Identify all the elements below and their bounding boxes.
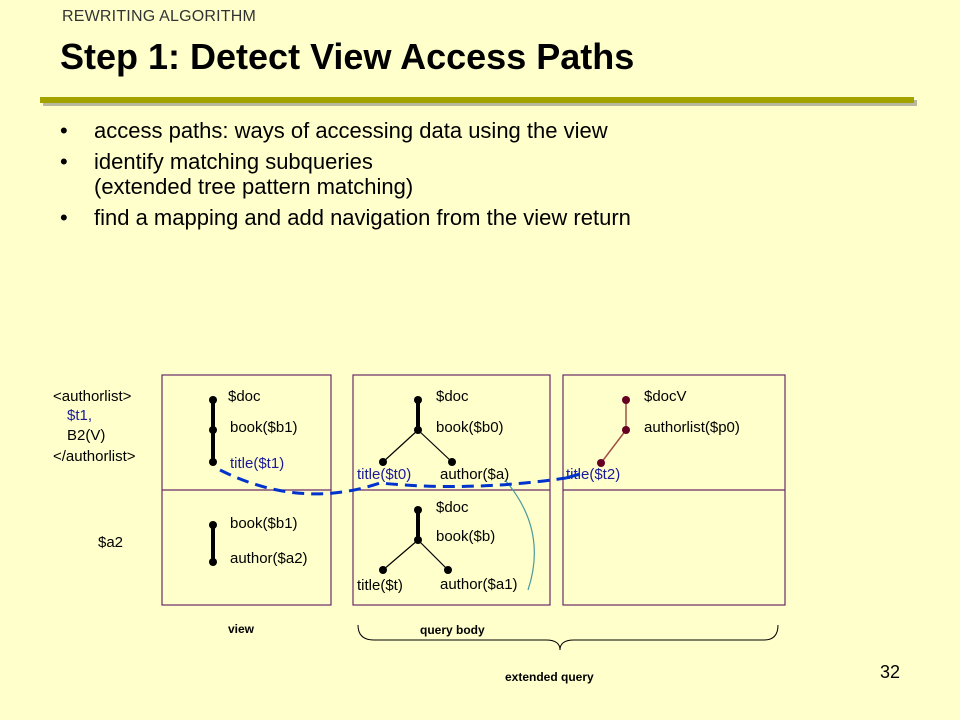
bullet-list: • access paths: ways of accessing data u… [60, 118, 631, 236]
ext-title-node [597, 459, 605, 467]
ext-authorlist-label: authorlist($p0) [644, 419, 740, 436]
query-top-title-node [379, 458, 387, 466]
view-label: view [228, 622, 255, 636]
bullet-dot: • [60, 118, 68, 143]
view-return-b2: B2(V) [67, 427, 105, 444]
bullet-text: identify matching subqueries [94, 149, 373, 174]
extended-query-brace-right [559, 624, 779, 651]
bullet-item: • access paths: ways of accessing data u… [60, 118, 631, 143]
query-top-root-label: $doc [436, 388, 469, 405]
query-bottom-author-node [444, 566, 452, 574]
query-bottom-root-node [414, 506, 422, 514]
bullet-text: find a mapping and add navigation from t… [94, 205, 631, 230]
query-top-book-label: book($b0) [436, 419, 504, 436]
bullet-subtext: (extended tree pattern matching) [94, 174, 414, 199]
query-top-author-label: author($a) [440, 466, 509, 483]
section-kicker: REWRITING ALGORITHM [62, 8, 257, 25]
authorlist-open-tag: <authorlist> [53, 388, 132, 405]
query-top-title-label: title($t0) [357, 466, 411, 483]
query-top-root-node [414, 396, 422, 404]
query-top-edge-left [382, 429, 419, 463]
title-underline [40, 97, 914, 103]
view-return-t1: $t1, [67, 407, 92, 424]
page-number: 32 [880, 662, 901, 682]
view-bottom-author-node [209, 558, 217, 566]
ext-title-label: title($t2) [566, 466, 620, 483]
query-bottom-book-node [414, 536, 422, 544]
authorlist-close-tag: </authorlist> [53, 448, 136, 465]
view-top-book-label: book($b1) [230, 419, 298, 436]
view-top-title-label: title($t1) [230, 455, 284, 472]
query-bottom-title-node [379, 566, 387, 574]
author-correspondence-curve [504, 479, 535, 591]
query-bottom-title-label: title($t) [357, 577, 403, 594]
view-top-root-node [209, 396, 217, 404]
view-return-a2: $a2 [98, 534, 123, 551]
ext-root-node [622, 396, 630, 404]
ext-authorlist-node [622, 426, 630, 434]
view-top-title-node [209, 458, 217, 466]
view-bottom-author-label: author($a2) [230, 550, 308, 567]
query-bottom-edge-right [417, 539, 449, 571]
bullet-text: access paths: ways of accessing data usi… [94, 118, 608, 143]
bullet-dot: • [60, 205, 68, 230]
ext-edge-leaf [600, 429, 627, 464]
query-body-brace-left [357, 624, 561, 651]
query-top-edge-right [417, 429, 453, 463]
query-top-author-node [448, 458, 456, 466]
mapping-dashed-end [565, 472, 581, 480]
ext-root-label: $docV [644, 388, 687, 405]
query-bottom-root-label: $doc [436, 499, 469, 516]
bullet-item: • identify matching subqueries (extended… [60, 149, 631, 199]
mapping-dashed-line [219, 468, 567, 496]
view-top-root-label: $doc [228, 388, 261, 405]
view-bottom-book-label: book($b1) [230, 515, 298, 532]
extended-query-label: extended query [505, 670, 594, 684]
query-bottom-author-label: author($a1) [440, 576, 518, 593]
view-bottom-book-node [209, 521, 217, 529]
query-body-label: query body [420, 623, 485, 637]
query-top-book-node [414, 426, 422, 434]
view-top-book-node [209, 426, 217, 434]
slide-title: Step 1: Detect View Access Paths [60, 36, 635, 77]
query-bottom-book-label: book($b) [436, 528, 495, 545]
bullet-dot: • [60, 149, 68, 174]
query-bottom-edge-left [382, 539, 419, 571]
bullet-item: • find a mapping and add navigation from… [60, 205, 631, 230]
